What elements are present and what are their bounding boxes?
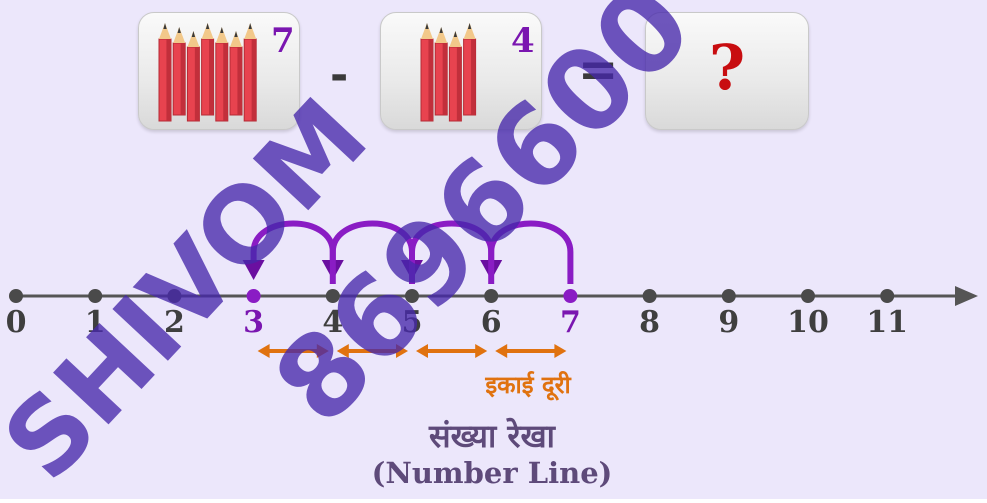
- jump-arc-7-to-6: [488, 220, 574, 284]
- tick-label-10: 10: [787, 305, 829, 340]
- card-seven-pencils: 7: [138, 12, 300, 130]
- tick-dot-11: [880, 289, 895, 303]
- pencil-icon: [463, 23, 477, 116]
- jump-arc-5-to-4: [329, 220, 415, 284]
- tick-label-6: 6: [480, 305, 502, 340]
- tick-label-9: 9: [718, 305, 740, 340]
- tick-label-3: 3: [243, 305, 265, 340]
- tick-dot-3: [246, 289, 261, 303]
- jump-arrowhead-3: [242, 260, 265, 280]
- pencil-icon: [201, 23, 215, 116]
- number-line-title-hindi: संख्या रेखा: [429, 417, 555, 455]
- pencil-icon: [434, 27, 448, 116]
- tick-label-2: 2: [163, 305, 185, 340]
- pencil-icon: [448, 31, 462, 122]
- unit-arrow-6-7: [495, 344, 567, 358]
- number-line-title-english: (Number Line): [371, 456, 613, 490]
- count-seven: 7: [271, 21, 295, 61]
- tick-dot-6: [484, 289, 499, 303]
- minus-sign: -: [330, 50, 349, 101]
- tick-dot-1: [88, 289, 103, 303]
- unit-arrow-3-4: [257, 344, 329, 358]
- count-four: 4: [511, 21, 535, 61]
- tick-dot-9: [721, 289, 736, 303]
- card-four-pencils: 4: [380, 12, 542, 130]
- pencil-icon: [229, 31, 243, 116]
- tick-label-8: 8: [639, 305, 661, 340]
- unit-distance-label: इकाई दूरी: [485, 371, 571, 399]
- jump-arc-4-to-3: [250, 220, 336, 284]
- question-mark: ?: [708, 31, 746, 104]
- unit-arrow-4-5: [336, 344, 408, 358]
- pencils-group-four: [420, 23, 477, 122]
- pencil-icon: [172, 27, 186, 116]
- tick-dot-4: [325, 289, 340, 303]
- pencil-icon: [158, 23, 172, 122]
- card-answer: ?: [645, 12, 809, 130]
- equals-sign: =: [578, 42, 619, 98]
- tick-dot-8: [642, 289, 657, 303]
- tick-label-7: 7: [559, 305, 581, 340]
- tick-dot-7: [563, 289, 578, 303]
- tick-label-1: 1: [84, 305, 106, 340]
- tick-label-4: 4: [322, 305, 344, 340]
- tick-label-0: 0: [5, 305, 27, 340]
- tick-dot-10: [801, 289, 815, 303]
- tick-dot-2: [167, 289, 182, 303]
- unit-arrow-5-6: [416, 344, 488, 358]
- axis-arrowhead: [955, 286, 978, 306]
- tick-dot-0: [9, 289, 23, 303]
- tick-dot-5: [405, 289, 419, 303]
- pencil-icon: [186, 31, 200, 122]
- tick-label-11: 11: [866, 305, 909, 340]
- pencil-icon: [420, 23, 434, 122]
- pencil-icon: [215, 27, 229, 122]
- pencil-icon: [243, 23, 257, 122]
- pencils-group-seven: [158, 23, 257, 122]
- jump-arc-6-to-5: [409, 220, 495, 284]
- tick-label-5: 5: [401, 305, 423, 340]
